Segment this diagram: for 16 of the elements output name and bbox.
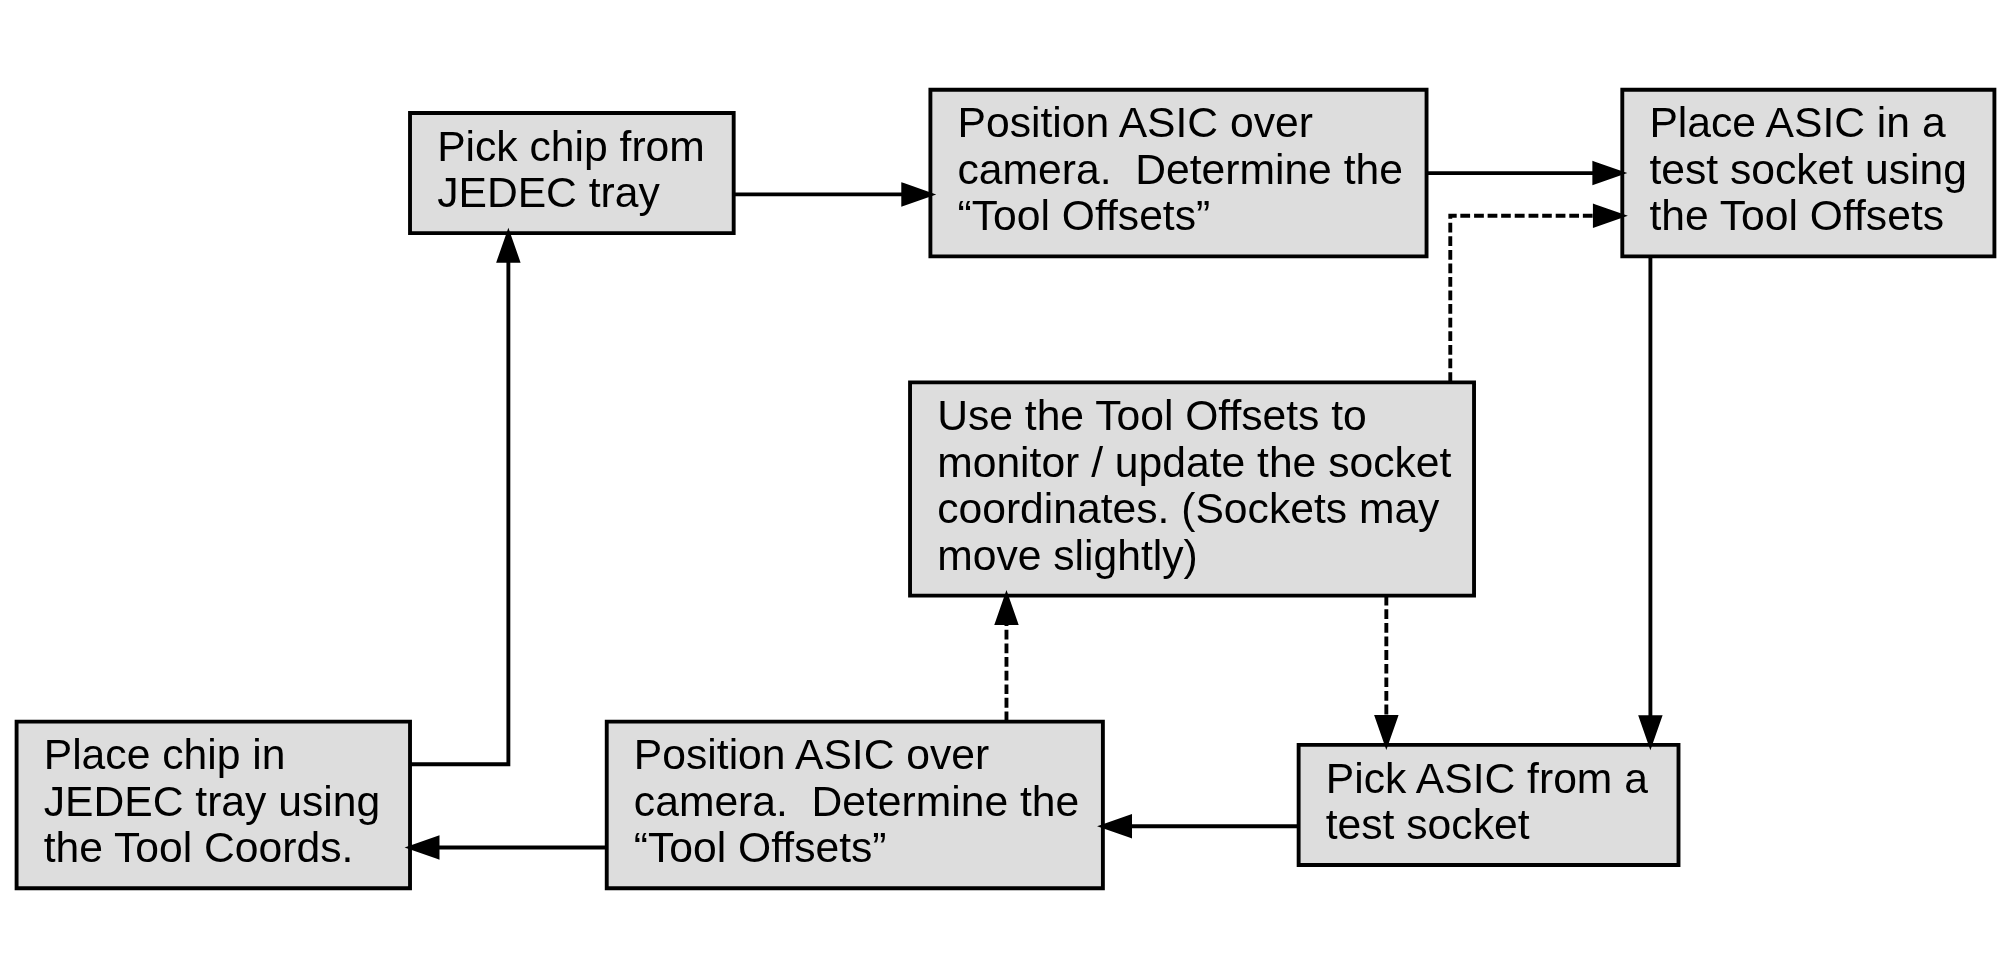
- arrow: [1448, 203, 1628, 382]
- arrow: [404, 834, 606, 860]
- arrow: [410, 227, 521, 766]
- node-box: Place chip in JEDEC tray using the Tool Coords.: [14, 719, 412, 890]
- node-box: Use the Tool Offsets to monitor / update the socket coordinates. (Sockets may move slightly): [908, 379, 1476, 598]
- arrow: [1374, 595, 1399, 750]
- node-box: Pick chip from JEDEC tray: [408, 110, 736, 235]
- arrow: [734, 181, 937, 207]
- node-box: Position ASIC over camera. Determine the “Tool Offsets”: [604, 719, 1105, 890]
- arrow: [1097, 813, 1299, 838]
- node-box: Pick ASIC from a test socket: [1296, 742, 1681, 867]
- arrow: [1427, 160, 1628, 185]
- node-box: Position ASIC over camera. Determine the “Tool Offsets”: [928, 87, 1429, 258]
- node-box: Place ASIC in a test socket using the Tool Offsets: [1620, 87, 1997, 258]
- arrow: [1638, 256, 1663, 750]
- arrow: [994, 589, 1019, 721]
